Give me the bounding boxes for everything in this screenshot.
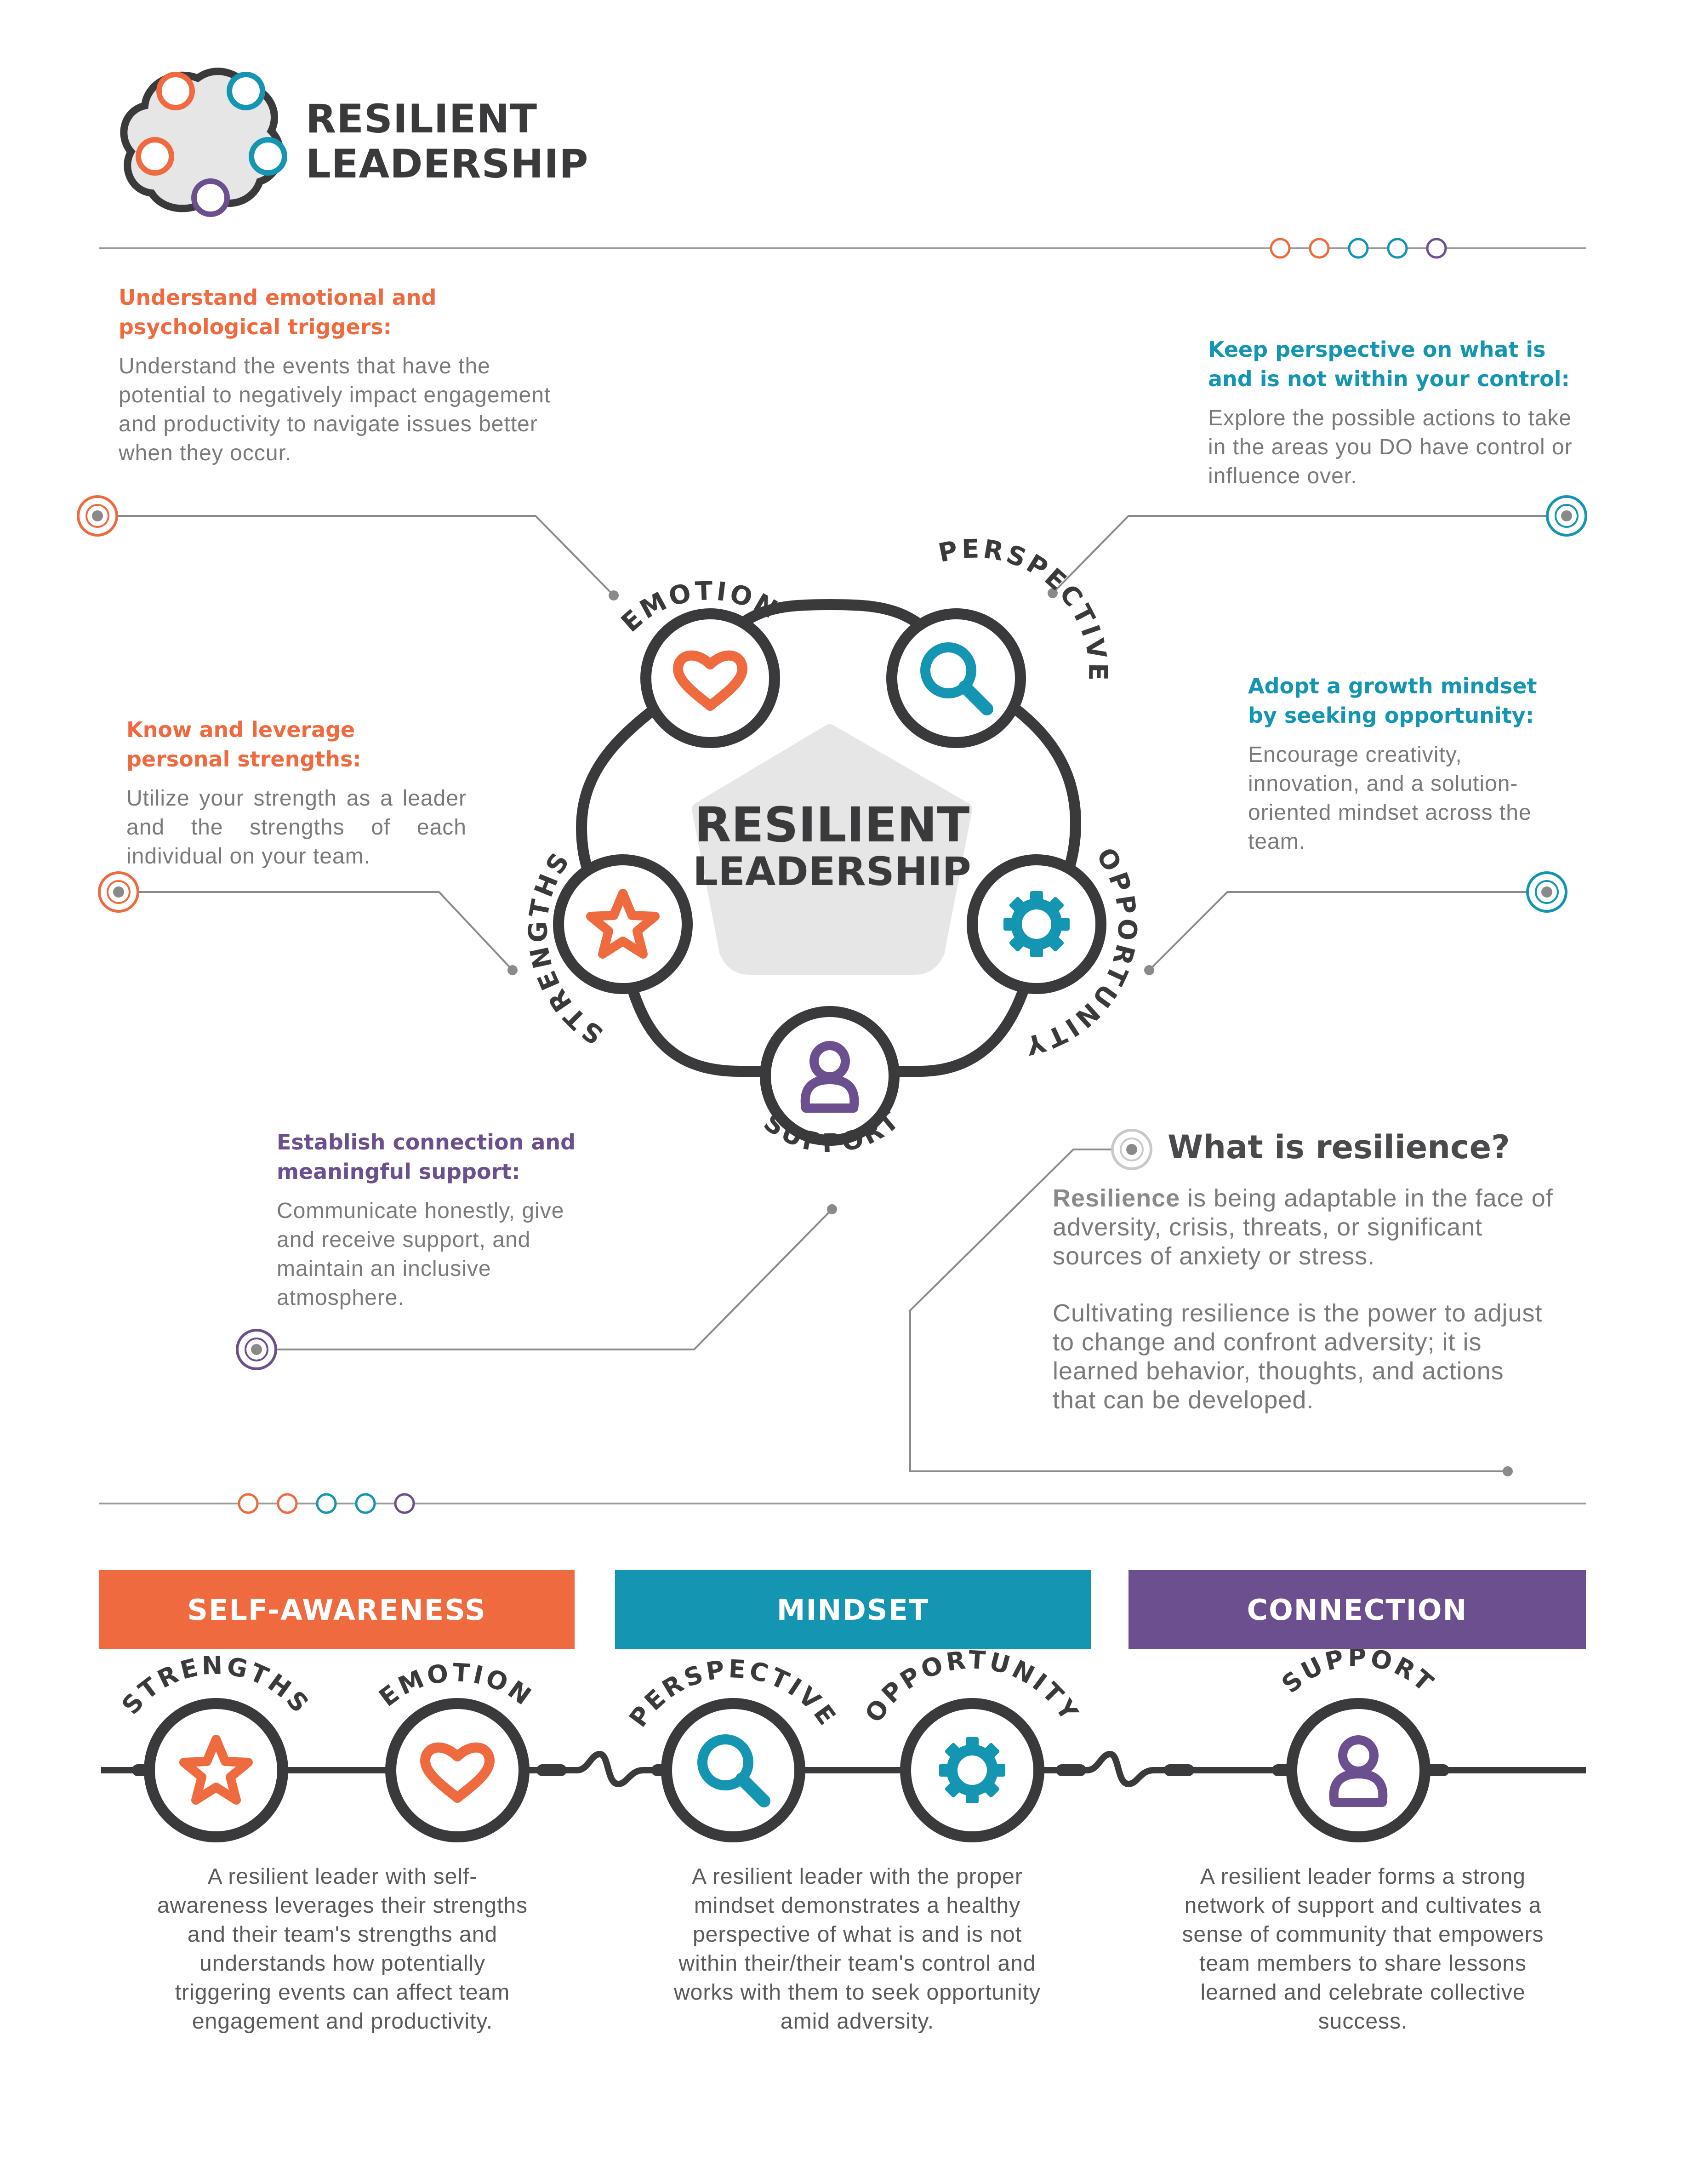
callout-emotion: Understand emotional and psychological t… — [119, 283, 578, 468]
callout-connectors — [117, 515, 1563, 1476]
description-mindset: A resilient leader with the proper minds… — [673, 1864, 1041, 2034]
band-connection: CONNECTION — [1128, 1570, 1586, 1649]
resilience-term: Resilience — [1053, 1184, 1180, 1212]
resilience-paragraph-1: Resilience is being adaptable in the fac… — [1053, 1184, 1554, 1271]
callout-support-body: Communicate honestly, give and receive s… — [277, 1199, 564, 1310]
callout-opportunity-body: Encourage creativity, innovation, and a … — [1248, 743, 1532, 854]
callout-perspective-body: Explore the possible actions to take in … — [1208, 406, 1573, 488]
node-strengths — [553, 854, 693, 994]
center-title-line2: LEADERSHIP — [693, 849, 971, 895]
bottom-chain: STRENGTHS EMOTION PERSPECTIVE OPPORTUNIT… — [101, 1643, 1586, 1842]
callout-emotion-heading: Understand emotional and psychological t… — [119, 285, 437, 339]
middle-divider — [99, 1493, 1586, 1514]
center-title-line1: RESILIENT — [694, 797, 970, 853]
chain-node-strengths — [144, 1698, 288, 1842]
top-divider — [99, 238, 1586, 259]
logo-mark — [120, 68, 287, 217]
center-title: RESILIENT LEADERSHIP — [685, 800, 979, 894]
callout-strengths-body: Utilize your strength as a leader and th… — [126, 786, 467, 869]
band-mindset: MINDSET — [615, 1570, 1091, 1649]
band-self-awareness: SELF-AWARENESS — [99, 1570, 575, 1649]
resilience-definition: is being adaptable in the face of advers… — [1053, 1184, 1553, 1270]
callout-support-heading: Establish connection and meaningful supp… — [277, 1130, 576, 1184]
callout-strengths: Know and leverage personal strengths: Ut… — [126, 715, 467, 871]
callout-emotion-body: Understand the events that have the pote… — [119, 354, 551, 465]
bottom-label-support: SUPPORT — [1276, 1643, 1441, 1699]
chain-node-support — [1286, 1698, 1431, 1842]
header-title: RESILIENT LEADERSHIP — [306, 97, 588, 187]
description-self-awareness: A resilient leader with self-awareness l… — [157, 1864, 528, 2034]
header-title-line1: RESILIENT — [306, 96, 538, 142]
chain-node-opportunity — [900, 1698, 1044, 1842]
node-support — [760, 1006, 900, 1146]
chain-node-emotion — [385, 1698, 530, 1842]
callout-perspective: Keep perspective on what is and is not w… — [1208, 335, 1585, 491]
target-markers — [77, 495, 1587, 1370]
node-opportunity — [967, 854, 1106, 994]
resilience-title: What is resilience? — [1168, 1128, 1510, 1166]
node-emotion — [640, 608, 780, 748]
callout-support: Establish connection and meaningful supp… — [277, 1127, 626, 1312]
header-title-line2: LEADERSHIP — [306, 141, 589, 187]
callout-opportunity-heading: Adopt a growth mindset by seeking opport… — [1248, 674, 1537, 728]
callout-strengths-heading: Know and leverage personal strengths: — [126, 717, 361, 772]
callout-opportunity: Adopt a growth mindset by seeking opport… — [1248, 671, 1570, 856]
chain-node-perspective — [661, 1698, 805, 1842]
resilience-paragraph-2: Cultivating resilience is the power to a… — [1053, 1299, 1543, 1414]
node-perspective — [886, 608, 1026, 748]
callout-perspective-heading: Keep perspective on what is and is not w… — [1208, 337, 1570, 391]
description-connection: A resilient leader forms a strong networ… — [1182, 1864, 1544, 2034]
